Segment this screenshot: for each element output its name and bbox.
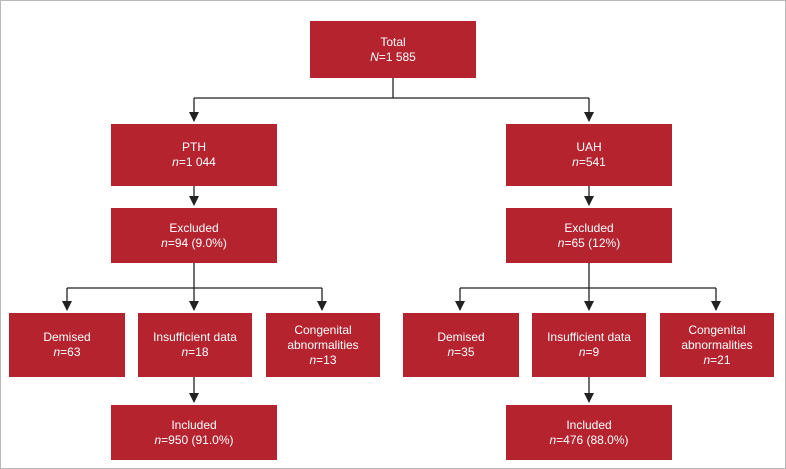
pth-insufficient-box: Insufficient data n=18 <box>138 313 252 377</box>
uah-insufficient-title: Insufficient data <box>547 330 631 344</box>
uah-congenital-box: Congenital abnormalities n=21 <box>660 313 774 377</box>
uah-excluded-title: Excluded <box>564 220 614 235</box>
uah-demised-count: n=35 <box>447 345 475 359</box>
uah-congenital-count: n=21 <box>703 352 731 367</box>
pth-count: n=1 044 <box>172 155 216 169</box>
pth-congenital-title: Congenital abnormalities <box>287 322 359 352</box>
pth-demised-box: Demised n=63 <box>9 313 125 377</box>
pth-demised-count: n=63 <box>53 345 81 359</box>
pth-congenital-box: Congenital abnormalities n=13 <box>266 313 380 377</box>
pth-included-count: n=950 (91.0%) <box>154 432 234 447</box>
uah-included-box: Included n=476 (88.0%) <box>506 405 672 460</box>
uah-excluded-count: n=65 (12%) <box>557 235 621 250</box>
total-count: N=1 585 <box>370 49 416 64</box>
uah-included-title: Included <box>566 417 612 432</box>
uah-insufficient-box: Insufficient data n=9 <box>532 313 646 377</box>
pth-demised-title: Demised <box>43 330 91 344</box>
uah-included-count: n=476 (88.0%) <box>549 432 629 447</box>
pth-insufficient-count: n=18 <box>181 345 209 359</box>
total-title: Total <box>380 34 406 49</box>
total-box: Total N=1 585 <box>310 21 476 78</box>
pth-excluded-count: n=94 (9.0%) <box>161 235 227 250</box>
uah-insufficient-count: n=9 <box>578 345 600 359</box>
pth-congenital-count: n=13 <box>309 352 337 367</box>
pth-insufficient-title: Insufficient data <box>153 330 237 344</box>
pth-excluded-title: Excluded <box>169 220 219 235</box>
uah-demised-box: Demised n=35 <box>403 313 519 377</box>
pth-box: PTH n=1 044 <box>111 124 277 186</box>
pth-excluded-box: Excluded n=94 (9.0%) <box>111 208 277 263</box>
pth-title: PTH <box>182 140 206 154</box>
uah-count: n=541 <box>572 155 606 169</box>
uah-title: UAH <box>576 140 602 154</box>
uah-congenital-title: Congenital abnormalities <box>681 322 753 352</box>
pth-included-box: Included n=950 (91.0%) <box>111 405 277 460</box>
pth-included-title: Included <box>171 417 217 432</box>
uah-demised-title: Demised <box>437 330 485 344</box>
uah-excluded-box: Excluded n=65 (12%) <box>506 208 672 263</box>
uah-box: UAH n=541 <box>506 124 672 186</box>
